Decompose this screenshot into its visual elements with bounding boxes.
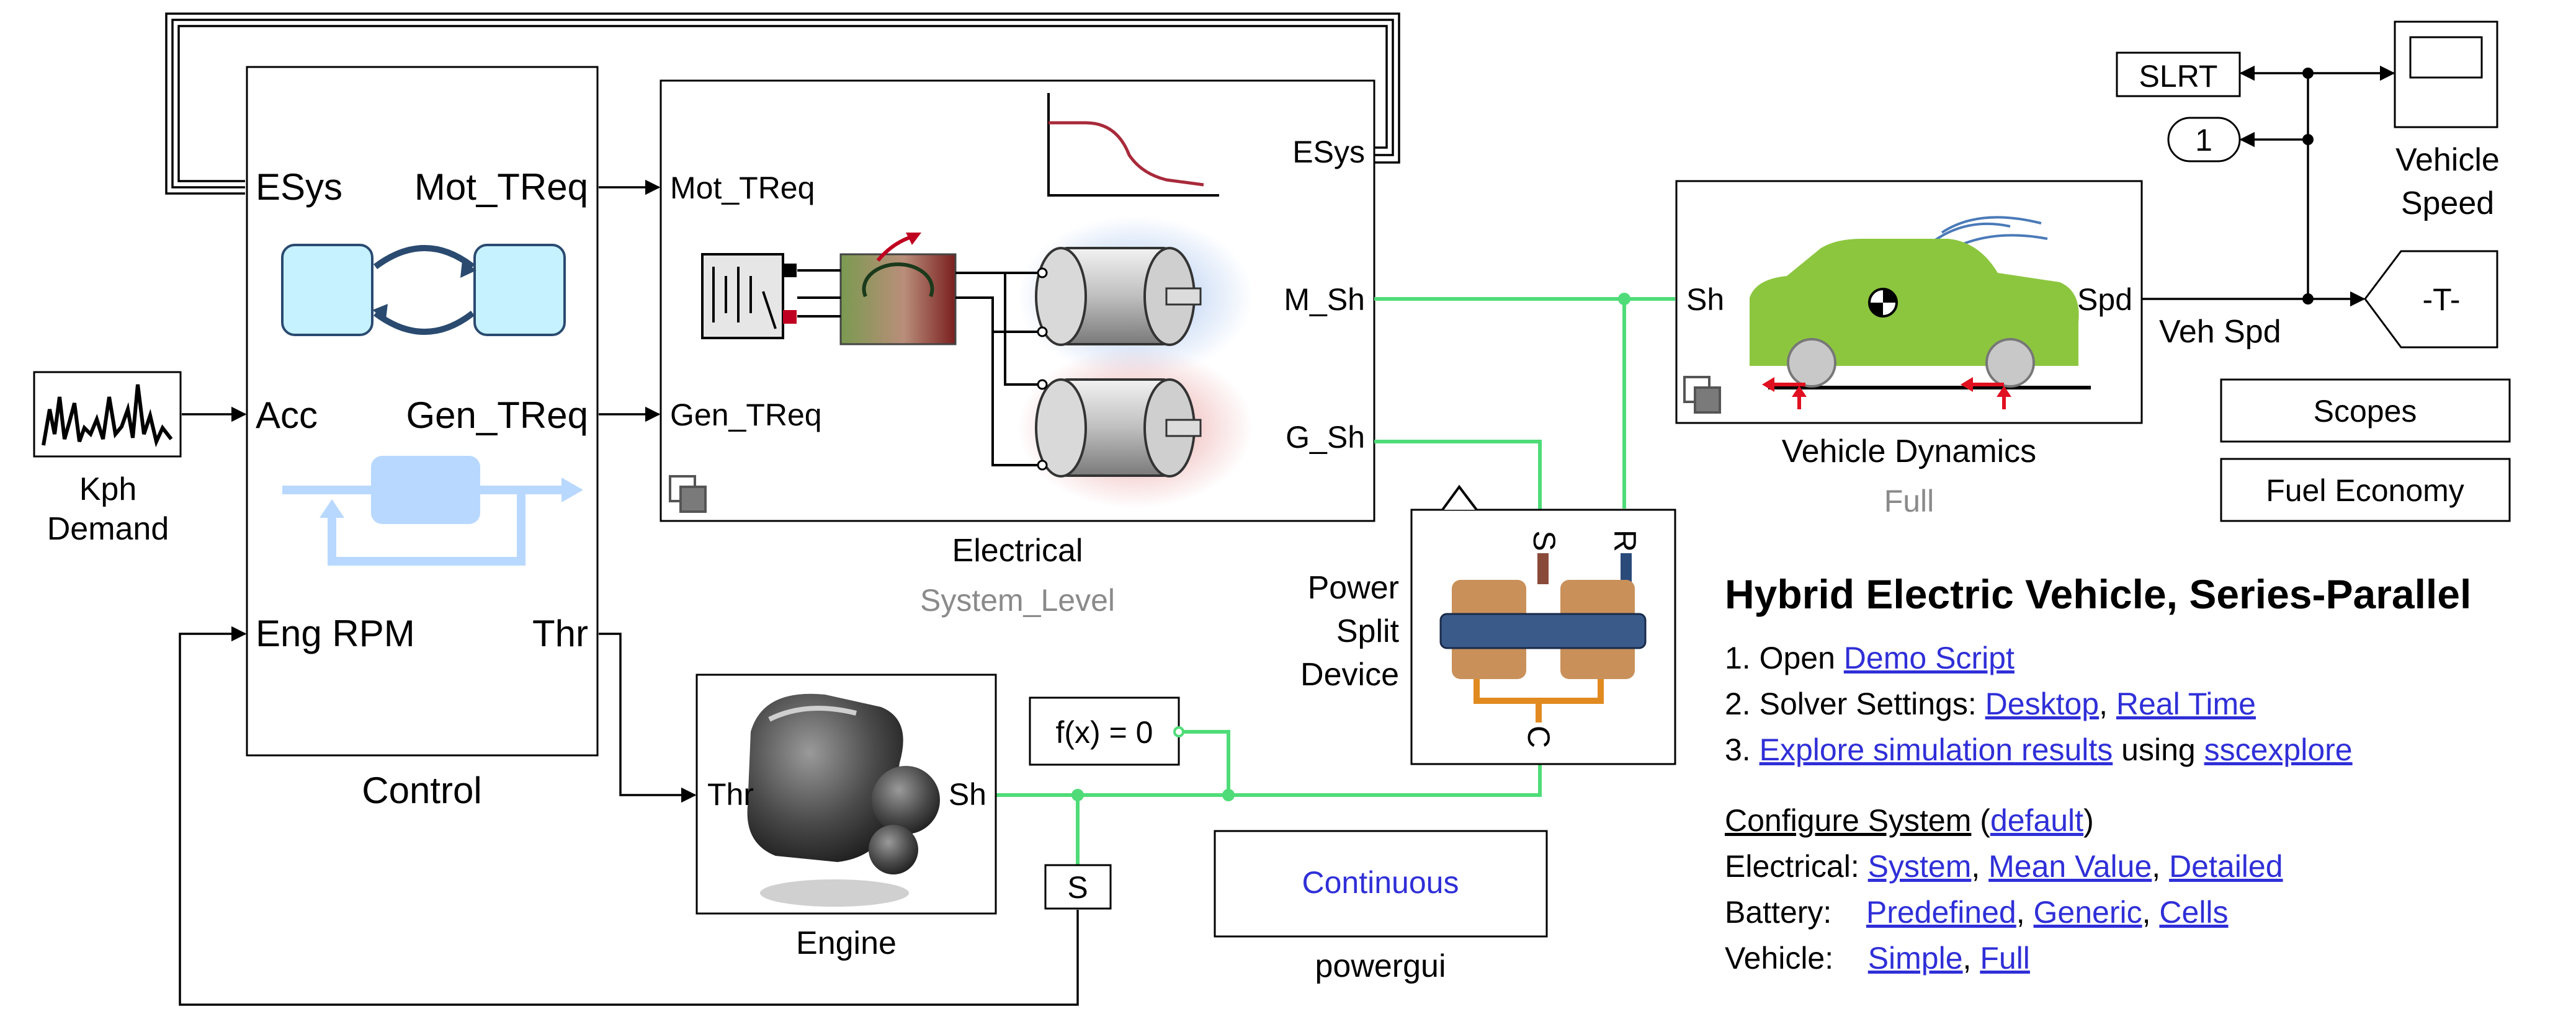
control-port-thr: Thr bbox=[532, 613, 588, 654]
variant-subsystem-icon bbox=[669, 475, 707, 513]
wire-engine-to-carrier[interactable] bbox=[996, 764, 1542, 797]
electrical-port-esys: ESys bbox=[1292, 135, 1365, 169]
wire-g-sh-to-sun[interactable] bbox=[1374, 440, 1542, 510]
slrt-label: SLRT bbox=[2139, 59, 2218, 94]
efficiency-curve-icon bbox=[1047, 93, 1219, 197]
car-icon bbox=[1750, 216, 2091, 409]
powergui-block[interactable]: Continuous powergui bbox=[1214, 830, 1548, 984]
battery-cells-link[interactable]: Cells bbox=[2159, 895, 2229, 930]
psd-caption-1: Power bbox=[1308, 570, 1399, 606]
control-loop-icon bbox=[282, 456, 583, 566]
explore-results-link[interactable]: Explore simulation results bbox=[1759, 732, 2113, 767]
electrical-port-g-sh: G_Sh bbox=[1286, 420, 1365, 455]
battery-icon bbox=[701, 253, 797, 339]
electrical-port-m-sh: M_Sh bbox=[1284, 282, 1365, 317]
electrical-port-mot-treq: Mot_TReq bbox=[670, 171, 815, 205]
control-port-gen-treq: Gen_TReq bbox=[406, 394, 589, 436]
generator-icon bbox=[1017, 347, 1253, 509]
configure-system-row: Configure System (default) bbox=[1725, 803, 2094, 838]
goto-tag-label: -T- bbox=[2422, 282, 2460, 317]
power-split-device-block[interactable]: S R C Power Split Device bbox=[1300, 484, 1676, 765]
step-2: 2. Solver Settings: Desktop, Real Time bbox=[1725, 687, 2256, 721]
electrical-variant: System_Level bbox=[920, 583, 1115, 618]
demand-waveform-icon bbox=[42, 384, 173, 448]
psd-port-c: C bbox=[1521, 726, 1556, 748]
control-port-eng-rpm: Eng RPM bbox=[256, 613, 415, 654]
fuel-economy-button[interactable]: Fuel Economy bbox=[2220, 458, 2511, 522]
model-info-annotation: Hybrid Electric Vehicle, Series-Parallel… bbox=[1725, 571, 2569, 981]
electrical-detailed-link[interactable]: Detailed bbox=[2169, 849, 2283, 884]
vehicle-simple-link[interactable]: Simple bbox=[1867, 941, 1963, 976]
dc-dc-converter-icon bbox=[797, 233, 957, 345]
vehicle-dynamics-block[interactable]: Sh Spd Vehicle Dynamics Full bbox=[1675, 180, 2143, 518]
powergui-caption: powergui bbox=[1315, 948, 1446, 984]
speed-sensor-block[interactable]: S bbox=[1044, 864, 1112, 910]
demo-script-link[interactable]: Demo Script bbox=[1843, 641, 2015, 675]
motor-icon bbox=[1017, 216, 1253, 377]
outport-label: 1 bbox=[2195, 123, 2212, 158]
vehicle-variant: Full bbox=[1884, 484, 1934, 518]
battery-predefined-link[interactable]: Predefined bbox=[1866, 895, 2016, 930]
electrical-caption: Electrical bbox=[952, 533, 1083, 569]
vehicle-port-sh: Sh bbox=[1686, 282, 1724, 317]
desktop-settings-link[interactable]: Desktop bbox=[1985, 687, 2100, 721]
electrical-port-gen-treq: Gen_TReq bbox=[670, 398, 822, 432]
model-title: Hybrid Electric Vehicle, Series-Parallel bbox=[1725, 571, 2472, 617]
fuel-economy-button-label: Fuel Economy bbox=[2266, 473, 2464, 508]
psd-caption-2: Split bbox=[1336, 613, 1400, 649]
control-caption: Control bbox=[362, 770, 481, 811]
sscexplore-link[interactable]: sscexplore bbox=[2204, 732, 2353, 767]
control-port-mot-treq: Mot_TReq bbox=[414, 166, 588, 208]
kph-demand-caption-2: Demand bbox=[47, 511, 169, 547]
scope-caption-2: Speed bbox=[2401, 185, 2494, 221]
speed-sensor-label: S bbox=[1067, 870, 1088, 905]
wire-eng-rpm-feedback[interactable] bbox=[179, 626, 1079, 1006]
vehicle-full-link[interactable]: Full bbox=[1980, 941, 2030, 976]
psd-port-s: S bbox=[1527, 530, 1562, 551]
engine-block[interactable]: Thr Sh Engine bbox=[695, 674, 997, 961]
vehicle-caption: Vehicle Dynamics bbox=[1782, 433, 2036, 469]
electrical-system-link[interactable]: System bbox=[1867, 849, 1972, 884]
control-block[interactable]: ESys Mot_TReq Acc Gen_TReq Eng RPM Thr C… bbox=[246, 66, 599, 811]
electrical-config-row: Electrical: System, Mean Value, Detailed bbox=[1725, 849, 2283, 884]
step-3: 3. Explore simulation results using ssce… bbox=[1725, 732, 2353, 767]
engine-caption: Engine bbox=[796, 925, 897, 961]
wire-thr-to-engine[interactable] bbox=[599, 633, 697, 803]
engine-3d-icon bbox=[747, 693, 940, 907]
solver-config-label: f(x) = 0 bbox=[1056, 715, 1153, 750]
electrical-mean-value-link[interactable]: Mean Value bbox=[1988, 849, 2152, 884]
outport-block[interactable]: 1 bbox=[2167, 117, 2241, 162]
slrt-block[interactable]: SLRT bbox=[2116, 51, 2241, 97]
control-port-esys: ESys bbox=[256, 166, 342, 208]
stateflow-chart-icon bbox=[281, 244, 566, 336]
electrical-block[interactable]: Mot_TReq Gen_TReq ESys M_Sh G_Sh bbox=[660, 79, 1375, 618]
vehicle-config-row: Vehicle: Simple, Full bbox=[1725, 941, 2030, 976]
esys-bus-loop[interactable] bbox=[165, 12, 1400, 195]
real-time-settings-link[interactable]: Real Time bbox=[2116, 687, 2256, 721]
wire-fx-to-network[interactable] bbox=[1179, 730, 1230, 795]
kph-demand-block[interactable]: Kph Demand bbox=[33, 371, 182, 547]
veh-spd-signal-label: Veh Spd bbox=[2159, 314, 2281, 350]
psd-caption-3: Device bbox=[1300, 657, 1399, 693]
kph-demand-caption-1: Kph bbox=[79, 471, 137, 507]
vehicle-speed-scope-block[interactable]: Vehicle Speed bbox=[2394, 20, 2500, 221]
engine-port-thr: Thr bbox=[707, 777, 754, 812]
control-port-acc: Acc bbox=[256, 394, 318, 436]
battery-generic-link[interactable]: Generic bbox=[2033, 895, 2142, 930]
solver-configuration-block[interactable]: f(x) = 0 bbox=[1029, 696, 1184, 766]
battery-config-row: Battery: Predefined, Generic, Cells bbox=[1725, 895, 2229, 930]
default-config-link[interactable]: default bbox=[1990, 803, 2084, 838]
scopes-button-label: Scopes bbox=[2314, 394, 2417, 429]
vehicle-port-spd: Spd bbox=[2077, 282, 2132, 317]
engine-port-sh: Sh bbox=[949, 777, 986, 812]
scopes-button[interactable]: Scopes bbox=[2220, 378, 2511, 443]
planetary-gear-icon bbox=[1439, 553, 1647, 722]
goto-tag-block[interactable]: -T- bbox=[2364, 250, 2498, 349]
powergui-mode: Continuous bbox=[1302, 865, 1459, 900]
variant-subsystem-icon bbox=[1683, 376, 1721, 414]
step-1: 1. Open Demo Script bbox=[1725, 641, 2015, 675]
scope-caption-1: Vehicle bbox=[2395, 142, 2500, 178]
psd-port-r: R bbox=[1608, 530, 1642, 552]
